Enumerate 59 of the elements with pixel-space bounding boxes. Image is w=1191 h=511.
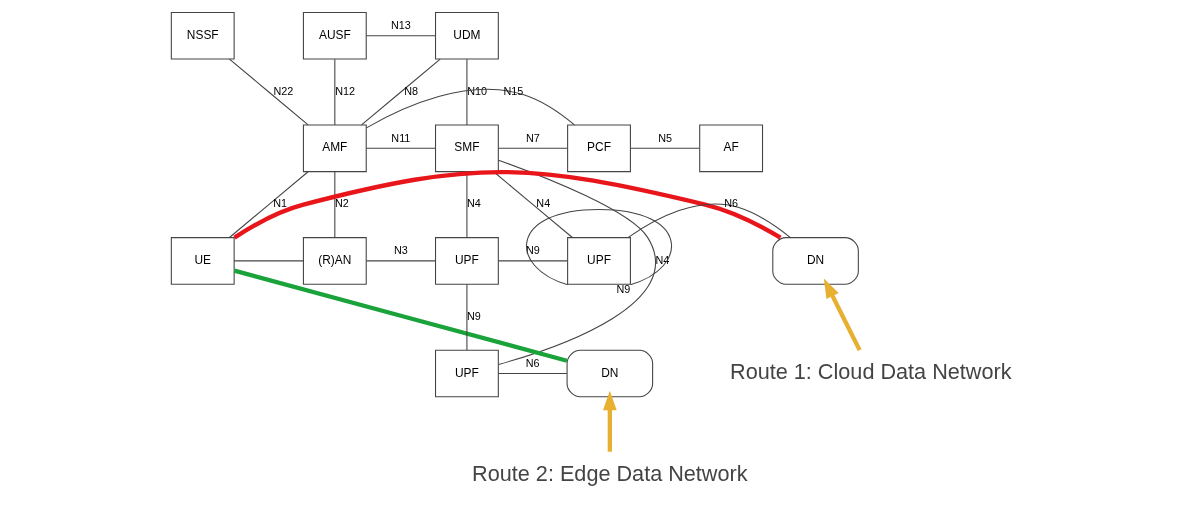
connector: [228, 58, 309, 126]
node-text: Route 1: Cloud Data Network: [730, 358, 1012, 384]
connector: [627, 203, 791, 239]
edge-label: N13: [390, 19, 411, 32]
node-box: UPF: [434, 237, 499, 285]
edge-label: N6: [525, 357, 540, 370]
node-box: (R)AN: [302, 237, 367, 285]
connector: [630, 147, 700, 149]
connector: [233, 268, 568, 363]
node-text: Route 2: Edge Data Network: [472, 460, 748, 486]
node-box: UPF: [434, 349, 499, 398]
edge-label: N9: [526, 244, 540, 257]
edge-label: N5: [658, 131, 672, 144]
node-box: DN: [772, 237, 859, 285]
node-box: DN: [566, 349, 654, 398]
connector: [497, 159, 656, 365]
edge-label: N3: [393, 244, 408, 257]
connector: [233, 260, 304, 262]
edge-label: N2: [334, 197, 349, 210]
connector: [498, 147, 568, 149]
edge-label: N12: [335, 84, 356, 97]
connector: [365, 147, 436, 149]
connector: [498, 260, 568, 262]
edge-label: N6: [724, 197, 739, 210]
arrow: [603, 390, 617, 452]
connector: [334, 58, 336, 126]
edge-label: N1: [273, 197, 288, 210]
node-box: PCF: [567, 124, 631, 173]
node-box: UE: [170, 237, 235, 285]
edge-label: N4: [467, 197, 481, 210]
node-box: NSSF: [170, 11, 235, 60]
arrow: [823, 278, 862, 352]
node-box: UPF: [567, 237, 631, 285]
connector: [466, 283, 468, 351]
connector: [526, 208, 672, 286]
node-box: AUSF: [302, 11, 367, 60]
edge-label: N22: [273, 84, 294, 97]
connector: [466, 58, 468, 126]
connector: [233, 169, 782, 240]
connector: [365, 88, 575, 129]
edge-label: N8: [404, 84, 419, 97]
node-box: UDM: [434, 11, 499, 60]
node-box: SMF: [434, 124, 499, 173]
edge-label: N7: [526, 131, 540, 144]
connector: [498, 372, 568, 375]
connector: [365, 35, 436, 37]
connector: [365, 260, 436, 262]
node-box: AMF: [302, 124, 367, 173]
connector: [493, 171, 573, 239]
edge-label: N9: [616, 283, 631, 296]
edge-label: N4: [655, 253, 670, 266]
node-box: AF: [699, 124, 764, 173]
connector: [334, 171, 336, 239]
edge-label: N9: [467, 309, 481, 322]
edge-label: N4: [536, 197, 551, 210]
connector: [228, 171, 309, 239]
connector: [360, 58, 441, 126]
edge-label: N15: [503, 84, 524, 97]
edge-label: N11: [391, 131, 411, 144]
